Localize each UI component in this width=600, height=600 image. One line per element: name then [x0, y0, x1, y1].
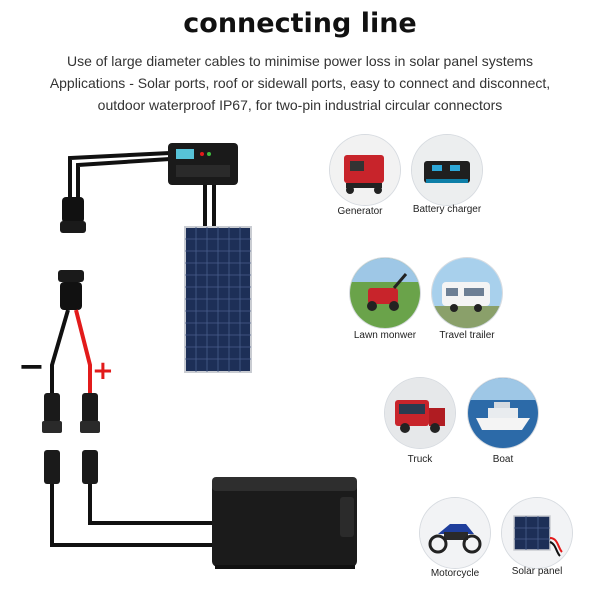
app-label-solar-panel: Solar panel [511, 566, 563, 577]
positive-sign: + [92, 356, 114, 386]
negative-sign: − [18, 347, 45, 385]
sae-connector-top [60, 197, 86, 233]
generator-icon [330, 135, 400, 205]
sae-connector-bottom [58, 270, 84, 310]
charge-controller [168, 143, 238, 185]
split-cables [50, 309, 92, 395]
app-solar-panel [502, 498, 572, 568]
app-label-travel-trailer: Travel trailer [439, 330, 495, 341]
mc4-connector-negative [42, 393, 62, 433]
app-label-generator: Generator [337, 206, 383, 217]
solar-panel [184, 226, 252, 373]
mc4-connector-lower-left [44, 450, 60, 484]
mc4-connector-lower-right [82, 450, 98, 484]
travel-trailer-icon [432, 258, 502, 328]
app-label-lawn-mower: Lawn monwer [353, 330, 417, 341]
app-label-boat: Boat [492, 454, 514, 465]
app-travel-trailer [432, 258, 502, 328]
motorcycle-icon [420, 498, 490, 568]
mc4-connector-positive [80, 393, 100, 433]
app-truck [385, 378, 455, 448]
description-line-2: Applications - Solar ports, roof or side… [49, 75, 551, 91]
app-battery-charger [412, 135, 482, 205]
boat-icon [468, 378, 538, 448]
lawn-mower-icon [350, 258, 420, 328]
description-line-3: outdoor waterproof IP67, for two-pin ind… [97, 97, 503, 113]
app-label-battery-charger: Battery charger [412, 204, 482, 215]
solar-panel-icon [502, 498, 572, 568]
description-line-1: Use of large diameter cables to minimise… [66, 53, 534, 69]
app-boat [468, 378, 538, 448]
page-title: connecting line [183, 8, 417, 39]
battery [212, 477, 357, 569]
app-label-truck: Truck [407, 454, 433, 465]
app-lawn-mower [350, 258, 420, 328]
app-label-motorcycle: Motorcycle [430, 568, 480, 579]
battery-cables [50, 484, 212, 547]
app-generator [330, 135, 400, 205]
wiring-diagram [42, 143, 357, 569]
controller-cables [68, 151, 216, 227]
app-motorcycle [420, 498, 490, 568]
battery-charger-icon [412, 135, 482, 205]
truck-icon [385, 378, 455, 448]
